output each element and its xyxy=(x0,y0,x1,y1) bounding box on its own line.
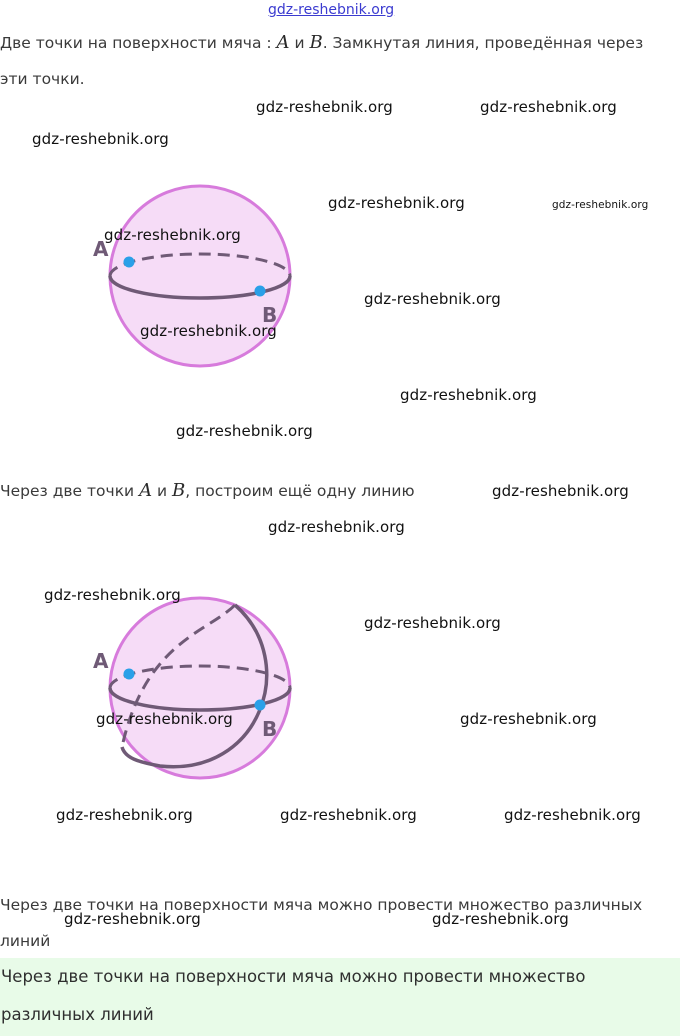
watermark: gdz-reshebnik.org xyxy=(268,518,405,536)
watermark: gdz-reshebnik.org xyxy=(328,194,465,212)
middle-point-a: A xyxy=(139,480,153,501)
watermark: gdz-reshebnik.org xyxy=(480,98,617,116)
ball-1-back-line xyxy=(108,252,292,277)
watermark: gdz-reshebnik.org xyxy=(96,710,233,728)
watermark: gdz-reshebnik.org xyxy=(64,910,201,928)
ball-2-point-b xyxy=(254,699,266,711)
intro-point-a: A xyxy=(276,32,290,53)
watermark: gdz-reshebnik.org xyxy=(56,806,193,824)
watermark: gdz-reshebnik.org xyxy=(504,806,641,824)
watermark: gdz-reshebnik.org xyxy=(364,290,501,308)
watermark: gdz-reshebnik.org xyxy=(104,226,241,244)
conclusion-line-2: линий xyxy=(0,932,51,950)
watermark: gdz-reshebnik.org xyxy=(552,199,649,211)
ball-2-second-back-line xyxy=(120,603,237,748)
ball-2-front-line xyxy=(108,687,292,712)
watermark: gdz-reshebnik.org xyxy=(32,130,169,148)
ball-2-back-line xyxy=(108,664,292,689)
intro-text-suffix: . Замкнутая линия, проведённая через xyxy=(322,34,644,52)
ball-2-point-a xyxy=(123,668,135,680)
watermark: gdz-reshebnik.org xyxy=(460,710,597,728)
figure-ball-one-line: A B xyxy=(93,184,292,368)
watermark: gdz-reshebnik.org xyxy=(432,910,569,928)
ball-2-second-front-line xyxy=(120,603,269,769)
watermark: gdz-reshebnik.org xyxy=(256,98,393,116)
watermark: gdz-reshebnik.org xyxy=(44,586,181,604)
ball-1-point-b xyxy=(254,285,266,297)
ball-1-label-b: B xyxy=(262,303,277,327)
ball-2 xyxy=(108,596,292,780)
watermark: gdz-reshebnik.org xyxy=(140,322,277,340)
intro-text-prefix: Две точки на поверхности мяча : xyxy=(0,34,277,52)
middle-text-suffix: , построим ещё одну линию xyxy=(185,482,415,500)
ball-1-point-a xyxy=(123,256,135,268)
intro-line-1: Две точки на поверхности мяча : A и B. З… xyxy=(0,26,643,60)
ball-1-label-a: A xyxy=(93,237,109,261)
watermark: gdz-reshebnik.org xyxy=(176,422,313,440)
top-watermark-link[interactable]: gdz-reshebnik.org xyxy=(268,2,395,18)
answer-box: Через две точки на поверхности мяча можн… xyxy=(0,958,680,1036)
middle-line: Через две точки A и B, построим ещё одну… xyxy=(0,474,415,508)
middle-conj: и xyxy=(152,482,172,500)
watermark: gdz-reshebnik.org xyxy=(364,614,501,632)
intro-conj: и xyxy=(289,34,310,52)
watermark: gdz-reshebnik.org xyxy=(492,482,629,500)
intro-line-2: эти точки. xyxy=(0,70,85,88)
figure-ball-two-lines: A B xyxy=(93,596,292,780)
intro-point-b: B xyxy=(309,32,323,53)
answer-line-2: различных линий xyxy=(1,1005,154,1024)
watermark: gdz-reshebnik.org xyxy=(280,806,417,824)
ball-2-label-b: B xyxy=(262,717,277,741)
watermark: gdz-reshebnik.org xyxy=(400,386,537,404)
middle-text-prefix: Через две точки xyxy=(0,482,140,500)
ball-1-front-line xyxy=(108,275,292,300)
middle-point-b: B xyxy=(172,480,186,501)
ball-2-label-a: A xyxy=(93,649,109,673)
answer-line-1: Через две точки на поверхности мяча можн… xyxy=(1,967,586,986)
conclusion-line-1: Через две точки на поверхности мяча можн… xyxy=(0,896,643,914)
